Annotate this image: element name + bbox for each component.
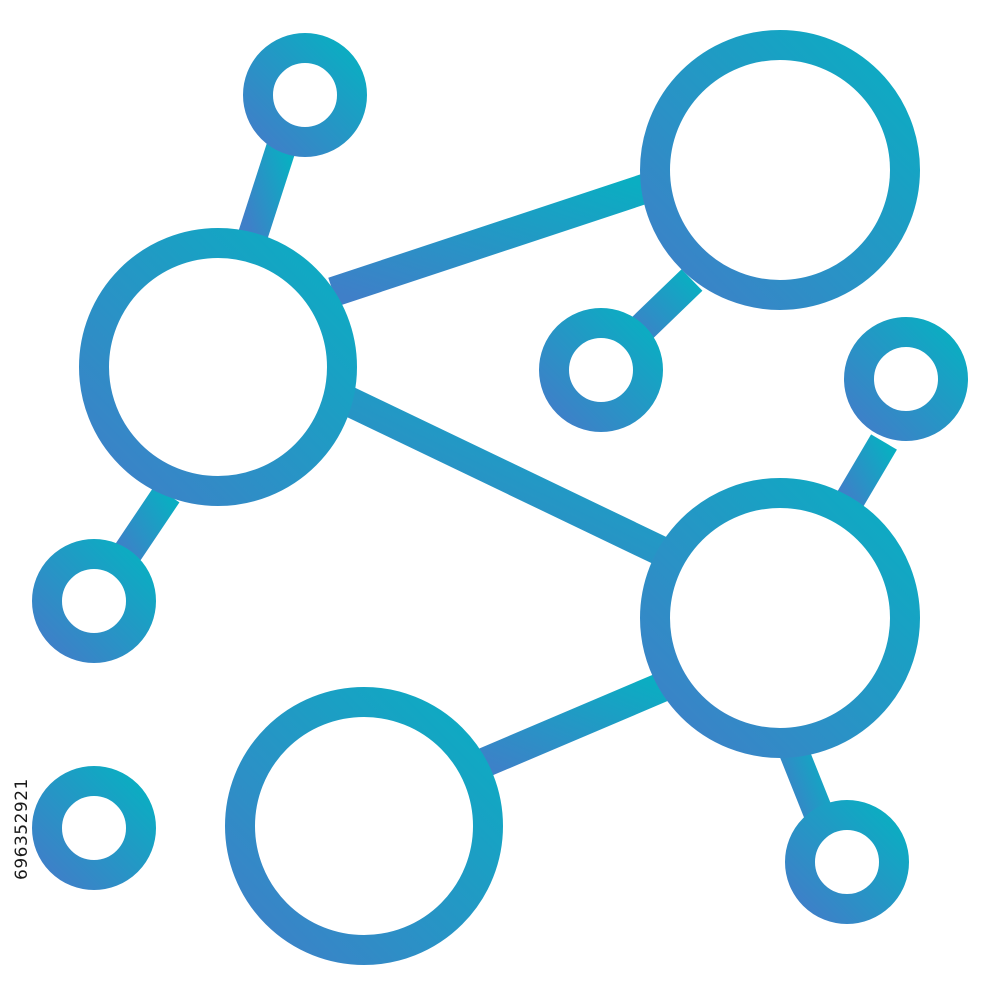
- node-mid-small: [539, 308, 663, 432]
- node-top-small: [243, 33, 367, 157]
- edge-left-hub-to-top-small: [237, 137, 298, 243]
- node-top-right-hub: [640, 30, 920, 310]
- node-bottom-left-small: [32, 766, 156, 890]
- edge-right-hub-to-top-small: [835, 434, 897, 511]
- node-left-hub: [79, 228, 357, 506]
- node-right-hub: [640, 478, 920, 758]
- node-right-top-small: [844, 317, 968, 441]
- stock-image-id: 696352921: [12, 778, 32, 880]
- edge-left-hub-to-right-hub: [339, 386, 670, 566]
- edge-left-hub-to-left-small: [111, 485, 180, 567]
- node-bottom-right-small: [785, 800, 909, 924]
- node-left-small: [32, 539, 156, 663]
- node-bottom-left-hub: [225, 687, 503, 965]
- edge-right-hub-to-bottom-left-hub: [468, 671, 673, 781]
- edge-left-hub-to-top-right-hub: [328, 172, 655, 307]
